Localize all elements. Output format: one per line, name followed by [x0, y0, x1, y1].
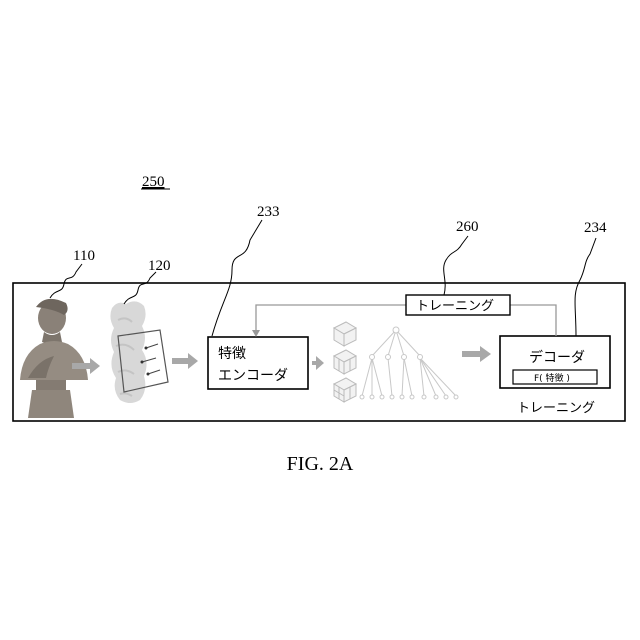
- figure-caption: FIG. 2A: [287, 453, 354, 475]
- decoder-function-label: F( 特徴 ): [534, 372, 570, 384]
- encoder-label-line2: エンコーダ: [218, 368, 288, 384]
- ref-110: 110: [73, 248, 95, 264]
- ref-250: 250: [142, 174, 165, 190]
- encoder-label-line1: 特徴: [218, 346, 246, 362]
- training-label-top: トレーニング: [416, 299, 494, 314]
- octree-cubes: [334, 322, 356, 402]
- ref-120: 120: [148, 258, 171, 274]
- ref-234: 234: [584, 220, 607, 236]
- ref-233: 233: [257, 204, 280, 220]
- ref-260: 260: [456, 219, 479, 235]
- decoder-label: デコーダ: [529, 349, 585, 366]
- training-label-bottom: トレーニング: [517, 401, 595, 416]
